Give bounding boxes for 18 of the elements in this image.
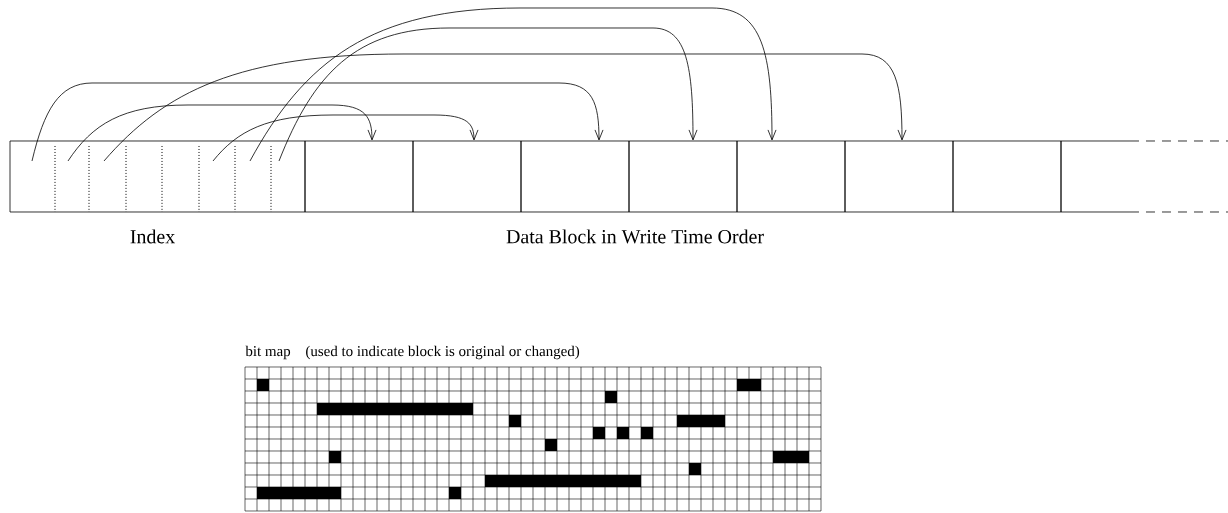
caption-text: Data Block in Write Time Order [506,229,764,244]
arrow [103,53,907,162]
arrow [31,82,604,162]
data-block [520,140,630,213]
note-text: (used to indicate block is original or changed) [306,345,580,360]
data-block [1060,140,1131,213]
arrow [212,114,479,162]
data-block [412,140,522,213]
data-block [304,140,414,213]
arrow [249,7,777,162]
data-block [736,140,846,213]
data-block [952,140,1062,213]
arrow [278,27,698,162]
data-block [844,140,954,213]
data-block [628,140,738,213]
heading-text: bit map [245,345,291,360]
arrow [67,104,377,162]
index-label: Index [130,229,175,244]
